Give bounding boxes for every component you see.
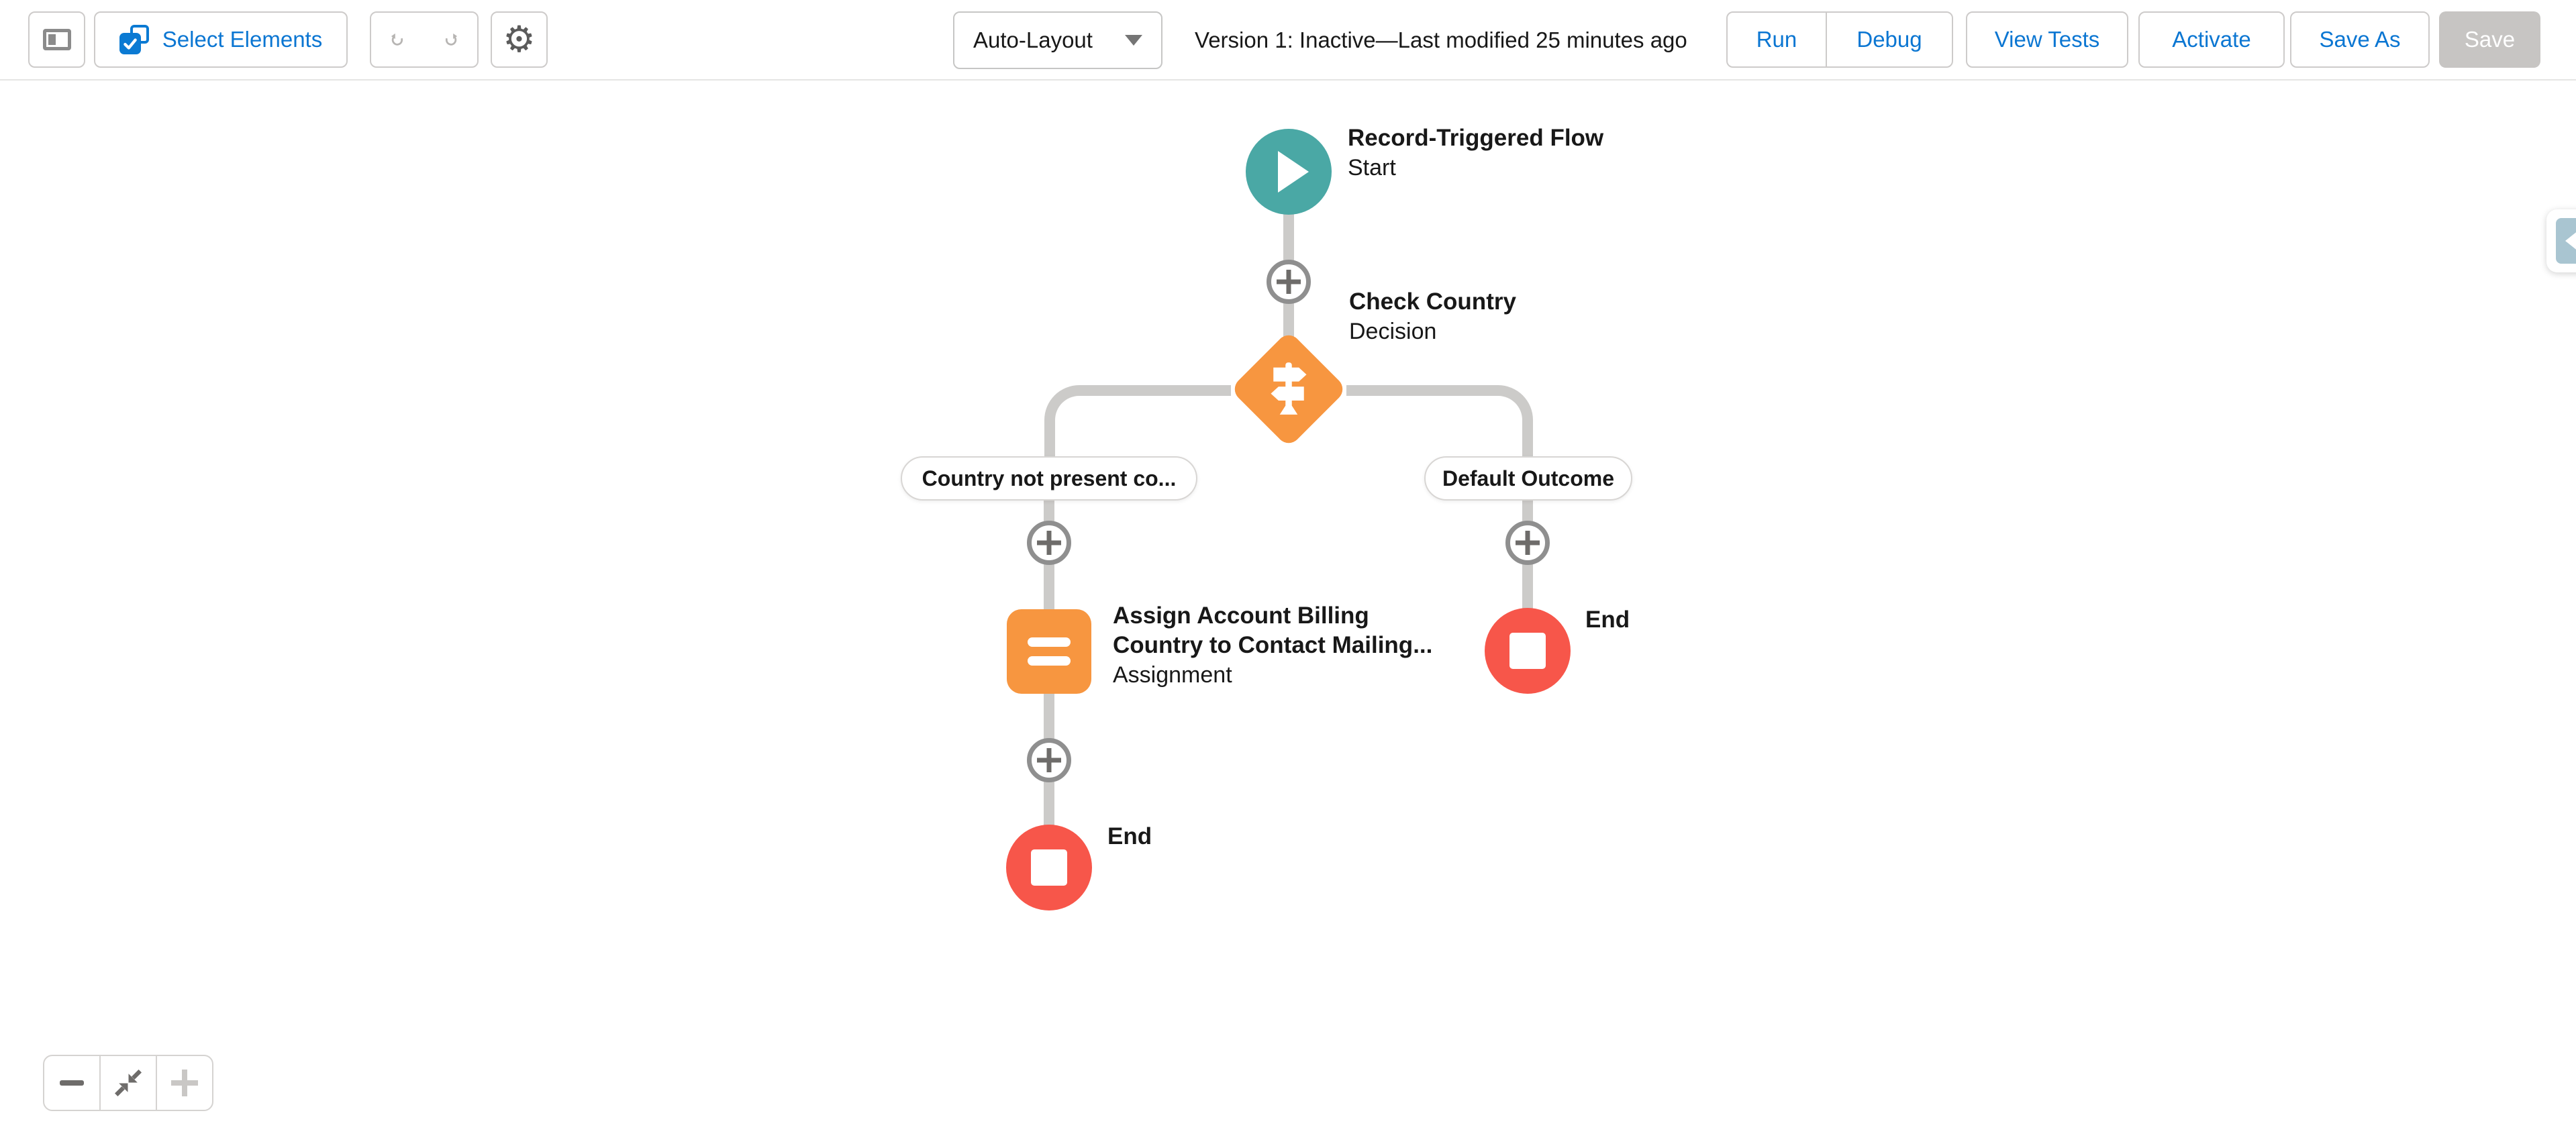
undo-button[interactable] (370, 13, 424, 66)
outcome-label-default: Default Outcome (1424, 456, 1632, 501)
activate-button[interactable]: Activate (2138, 11, 2285, 68)
decision-node-subtitle: Decision (1349, 319, 1437, 344)
end-node-right[interactable] (1485, 608, 1571, 694)
save-as-button[interactable]: Save As (2290, 11, 2430, 68)
end-icon (1031, 849, 1067, 886)
outcome-label-left: Country not present co... (901, 456, 1197, 501)
play-icon (1278, 151, 1309, 193)
run-debug-group: Run Debug (1726, 11, 1953, 68)
connector-branch-left (1044, 385, 1231, 460)
zoom-out-button[interactable] (44, 1056, 99, 1110)
add-element-button[interactable] (1505, 521, 1550, 565)
redo-icon (445, 33, 458, 46)
assignment-node-label: Assign Account Billing Country to Contac… (1113, 601, 1432, 690)
end-node-left-label: End (1107, 823, 1152, 849)
end-node-right-label: End (1585, 607, 1630, 633)
panel-toggle-icon (42, 29, 71, 50)
compress-icon (115, 1070, 142, 1096)
version-status: Version 1: Inactive—Last modified 25 min… (1195, 28, 1687, 52)
toolbar: Select Elements ⚙ Auto-Layout (0, 0, 2576, 81)
flow-canvas[interactable]: Record-Triggered Flow Start Check Countr… (0, 82, 2576, 1146)
select-elements-button[interactable]: Select Elements (94, 11, 348, 68)
zoom-in-button[interactable] (156, 1056, 212, 1110)
connector-branch-right (1346, 385, 1533, 460)
undo-redo-group (370, 11, 479, 68)
debug-button[interactable]: Debug (1856, 27, 1922, 52)
zoom-controls (43, 1055, 213, 1111)
toggle-toolbox-button[interactable] (28, 11, 85, 68)
fit-to-view-button[interactable] (99, 1056, 156, 1110)
add-element-button[interactable] (1027, 521, 1071, 565)
plus-icon (171, 1070, 198, 1096)
start-node[interactable] (1246, 129, 1332, 215)
redo-button[interactable] (424, 13, 478, 66)
end-node-left[interactable] (1006, 825, 1092, 910)
assignment-node[interactable] (1007, 609, 1091, 694)
flow-settings-button[interactable]: ⚙ (491, 11, 548, 68)
undo-icon (391, 33, 403, 46)
gear-icon: ⚙ (503, 18, 536, 60)
select-elements-icon (119, 25, 149, 54)
decision-node-title: Check Country (1349, 289, 1516, 315)
signpost-icon (1271, 362, 1307, 415)
chevron-left-icon (2556, 218, 2576, 264)
start-node-subtitle: Start (1348, 155, 1396, 180)
assignment-icon (1028, 637, 1071, 647)
layout-mode-value: Auto-Layout (973, 28, 1093, 52)
layout-mode-dropdown[interactable]: Auto-Layout (953, 11, 1162, 69)
run-button[interactable]: Run (1756, 27, 1797, 52)
check-icon (123, 38, 137, 50)
select-elements-label: Select Elements (162, 27, 323, 52)
end-icon (1509, 633, 1546, 669)
minus-icon (60, 1080, 84, 1086)
expand-right-panel-button[interactable] (2546, 209, 2576, 272)
add-element-button[interactable] (1027, 738, 1071, 782)
assignment-node-subtitle: Assignment (1113, 662, 1232, 688)
save-button[interactable]: Save (2439, 11, 2540, 68)
chevron-down-icon (1125, 35, 1142, 46)
view-tests-button[interactable]: View Tests (1966, 11, 2128, 68)
start-node-label: Record-Triggered Flow Start (1348, 123, 1603, 183)
add-element-button[interactable] (1267, 260, 1311, 304)
decision-node-label: Check Country Decision (1349, 287, 1516, 346)
start-node-title: Record-Triggered Flow (1348, 125, 1604, 151)
